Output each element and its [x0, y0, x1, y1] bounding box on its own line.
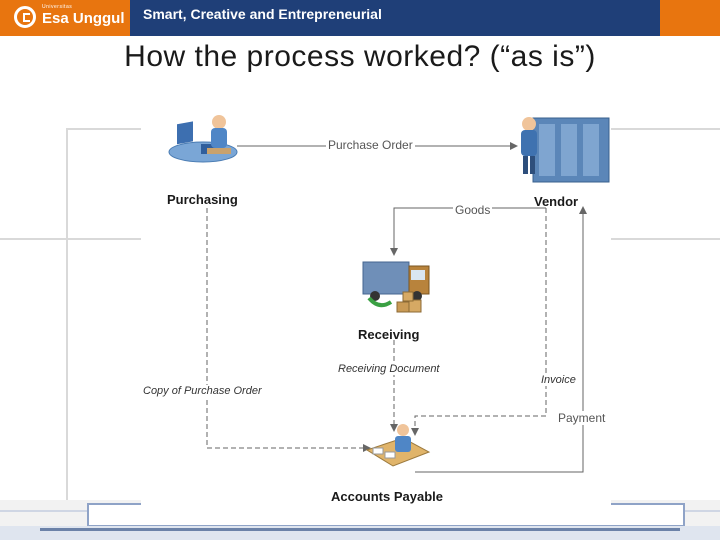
header-tagline: Smart, Creative and Entrepreneurial	[143, 6, 382, 22]
background-frame-line	[66, 128, 146, 130]
receiving-icon	[362, 261, 430, 313]
flow-receiving-document-label: Receiving Document	[336, 363, 442, 375]
node-purchasing-label: Purchasing	[167, 192, 238, 207]
vendor-icon	[521, 117, 610, 183]
flow-payment-label: Payment	[556, 411, 608, 425]
background-frame-line	[0, 238, 145, 240]
logo-subtext: Universitas	[42, 4, 73, 10]
background-frame-line	[66, 128, 68, 500]
background-frame-line	[606, 128, 720, 130]
diagram-connectors	[168, 115, 610, 473]
flow-payment-line	[415, 206, 587, 473]
header-tagline-band	[130, 0, 660, 36]
flow-invoice-label: Invoice	[539, 374, 578, 386]
flow-goods-label: Goods	[453, 203, 493, 217]
slide-title: How the process worked? (“as is”)	[124, 40, 596, 73]
flow-copy-purchase-order-label: Copy of Purchase Order	[141, 385, 264, 397]
node-receiving-label: Receiving	[358, 327, 420, 342]
flow-copy-purchase-order-line	[206, 208, 371, 452]
flow-invoice-line	[411, 208, 547, 436]
background-frame-line	[606, 238, 720, 240]
process-diagram: Purchasing Vendor Receiving Accounts Pay…	[141, 112, 611, 506]
logo-text: Esa Unggul	[42, 10, 125, 27]
accounts-payable-icon	[365, 424, 431, 467]
node-accounts-payable-label: Accounts Payable	[331, 489, 443, 504]
logo: Universitas Esa Unggul	[0, 0, 130, 36]
header-accent	[660, 0, 720, 36]
purchasing-icon	[168, 115, 238, 163]
footer-decoration	[0, 500, 720, 540]
logo-mark-icon	[14, 6, 36, 28]
node-vendor-label: Vendor	[534, 194, 579, 209]
flow-goods-line	[390, 207, 546, 256]
flow-purchase-order-label: Purchase Order	[326, 138, 415, 152]
